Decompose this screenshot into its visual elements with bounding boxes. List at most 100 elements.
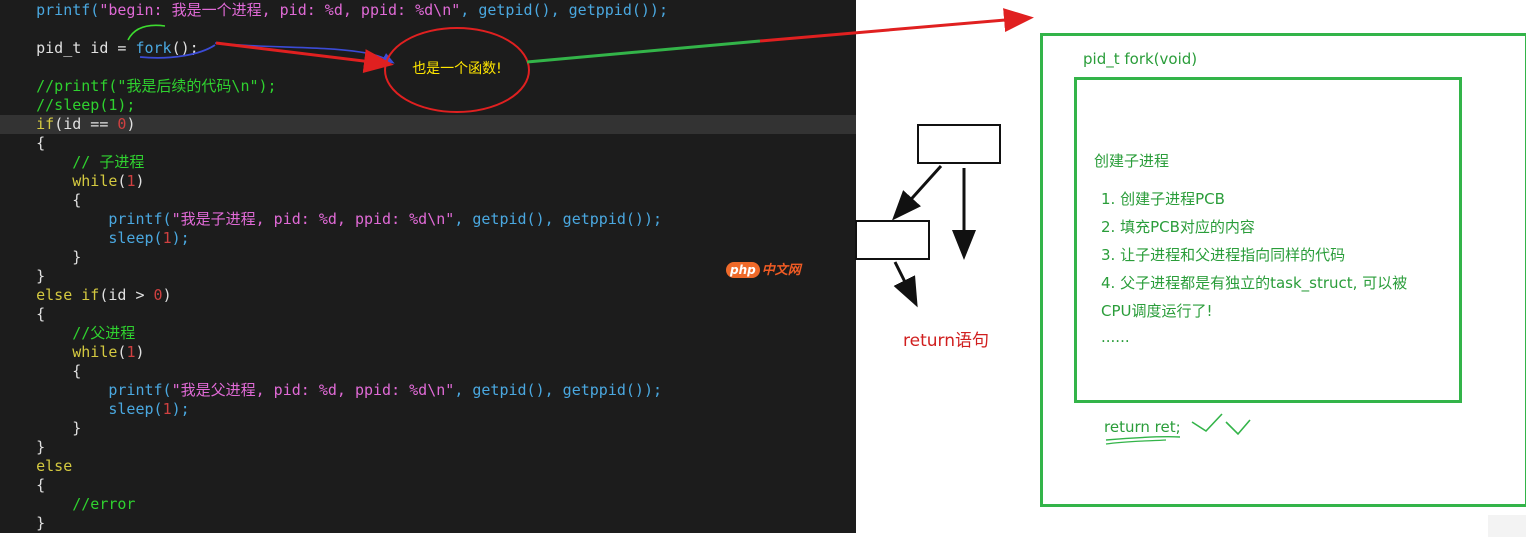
code-token: , getpid(), getppid()); [460,1,668,19]
code-token: pid_t id = [0,39,136,57]
code-token: ) [135,172,145,190]
fork-step: CPU调度运行了! [1101,302,1213,320]
fork-signature: pid_t fork(void) [1083,50,1198,68]
code-token: else if [36,286,100,304]
code-line: while(1) [0,172,856,191]
red-arrow-to-fork-box [759,8,1034,43]
fork-step: 1. 创建子进程PCB [1101,190,1225,208]
watermark-text: 中文网 [761,263,801,278]
bubble-label: 也是一个函数! [412,61,502,77]
code-token: //sleep(1); [0,96,136,114]
code-token: //error [0,495,136,513]
code-token: sleep( [0,229,163,247]
code-token: { [0,476,46,494]
code-token: 0 [153,286,163,304]
code-line: sleep(1); [0,229,856,248]
red-arrow-to-bubble [215,41,394,74]
code-line: sleep(1); [0,400,856,419]
code-token: "我是子进程, pid: %d, ppid: %d\n" [171,210,455,228]
code-token: , getpid(), getppid()); [454,210,663,228]
code-line: } [0,267,856,286]
code-token: (); [171,39,199,57]
code-line: printf("我是子进程, pid: %d, ppid: %d\n", get… [0,210,856,229]
arrow-child-down [893,261,918,308]
green-link-line [526,39,761,64]
code-token: { [0,362,82,380]
fork-hook-annotation [127,24,166,41]
fork-step: 3. 让子进程和父进程指向同样的代码 [1101,246,1346,264]
check-mark-1 [1191,413,1223,433]
code-token: //printf("我是后续的代码\n"); [0,77,277,95]
code-token: else [36,457,73,475]
code-token: sleep( [0,400,163,418]
code-token: ( [117,172,127,190]
code-token: { [0,191,82,209]
watermark-badge: php [726,262,760,278]
code-token: while [72,172,118,190]
code-token: fork [135,39,172,57]
code-token: "begin: 我是一个进程, pid: %d, ppid: %d\n" [99,1,461,19]
code-token: "我是父进程, pid: %d, ppid: %d\n" [171,381,455,399]
code-line: } [0,514,856,533]
code-token: ) [135,343,145,361]
code-line: { [0,191,856,210]
code-line: //error [0,495,856,514]
code-token: ); [171,229,190,247]
code-line: printf("begin: 我是一个进程, pid: %d, ppid: %d… [0,1,856,20]
code-token: } [0,267,46,285]
code-token: printf( [0,210,172,228]
code-token: 1 [126,172,136,190]
fork-step-ellipsis: ...... [1101,328,1130,346]
code-editor: printf( "begin: 我是一个进程, pid: %d, ppid: %d… [0,0,856,533]
code-token: ) [126,115,136,133]
code-token: (id > [99,286,154,304]
code-line: { [0,305,856,324]
code-line: // 子进程 [0,153,856,172]
code-token: } [0,514,46,532]
code-line: //父进程 [0,324,856,343]
code-token: 1 [162,400,172,418]
code-token: if [36,115,55,133]
code-token: // 子进程 [0,153,145,171]
code-line: while(1) [0,343,856,362]
code-line: { [0,134,856,153]
fork-heading: 创建子进程 [1094,152,1170,170]
code-line: if(id == 0) [0,115,856,134]
code-token: (id == [54,115,118,133]
function-bubble [384,27,530,113]
code-token: printf( [0,381,172,399]
parent-process-box [917,124,1001,164]
code-line: pid_t id = fork(); [0,39,856,58]
code-token: ); [171,400,190,418]
code-token: ) [162,286,172,304]
child-process-box [855,220,930,260]
code-line: } [0,419,856,438]
code-token: 1 [162,229,172,247]
code-token: } [0,248,82,266]
code-token: //父进程 [0,324,136,342]
code-token: while [72,343,118,361]
code-line: else if(id > 0) [0,286,856,305]
code-line: //sleep(1); [0,96,856,115]
code-token: , getpid(), getppid()); [454,381,663,399]
code-token: 0 [117,115,127,133]
code-line: else [0,457,856,476]
arrow-parent-to-child [891,164,943,221]
code-token: { [0,305,46,323]
code-line: { [0,476,856,495]
code-token: 1 [126,343,136,361]
return-underline-2 [1105,439,1167,445]
code-line: } [0,438,856,457]
return-ret-note: return ret; [1104,418,1181,436]
return-underline [1105,436,1181,441]
code-line: { [0,362,856,381]
code-token: } [0,419,82,437]
code-token: { [0,134,46,152]
corner-patch [1488,515,1526,537]
fork-body-frame [1074,77,1462,403]
check-mark-2 [1225,419,1251,436]
code-line: printf("我是父进程, pid: %d, ppid: %d\n", get… [0,381,856,400]
code-token: ( [117,343,127,361]
